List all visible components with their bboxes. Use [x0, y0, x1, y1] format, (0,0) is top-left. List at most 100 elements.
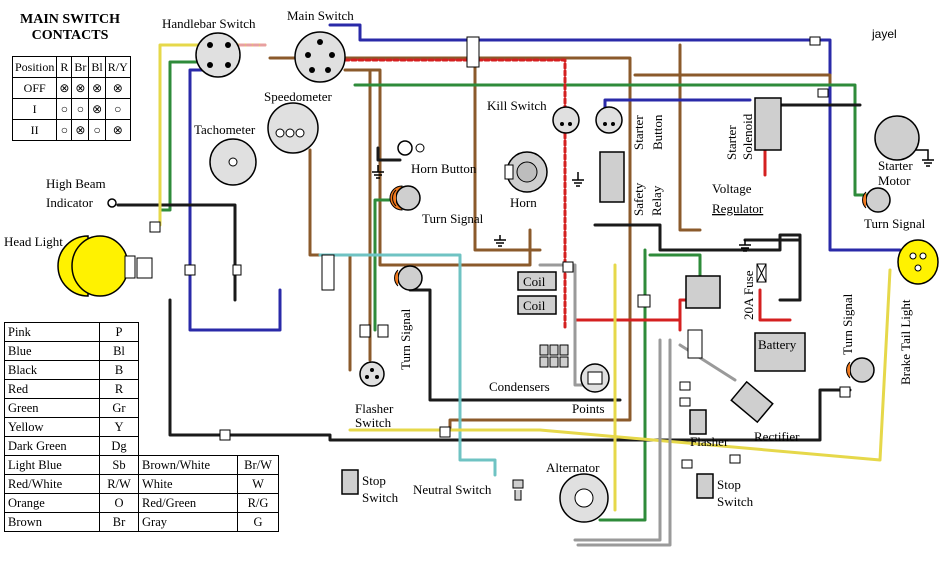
color-name-cell: Red/White [4, 474, 100, 494]
table-row: I ○ ○ ⊗ ○ [11, 98, 131, 120]
wire-green [648, 253, 702, 282]
label-high-beam-1: High Beam [46, 176, 106, 191]
coil-2 [517, 295, 557, 315]
color-code-cell: Y [99, 417, 139, 437]
wire-black [376, 146, 402, 162]
coil-1 [517, 271, 557, 291]
label-flasher-switch-1: Flasher [355, 401, 394, 416]
main-switch-contacts-title: MAIN SWITCH CONTACTS [10, 12, 130, 44]
contact-cell: ○ [104, 98, 131, 120]
table-row: II ○ ⊗ ○ ⊗ [11, 119, 131, 141]
fuse [756, 263, 767, 283]
horn [504, 151, 548, 193]
brake-tail-light [897, 239, 939, 285]
label-coil-2: Coil [523, 298, 546, 313]
contact-cell: ⊗ [104, 77, 131, 99]
color-code-cell: Sb [99, 455, 139, 475]
turn-signal-rear-right [846, 357, 875, 383]
label-turn-signal-front-left: Turn Signal [422, 211, 484, 226]
contact-cell: ⊗ [71, 119, 90, 141]
points [580, 363, 610, 393]
starter-solenoid [754, 97, 782, 151]
color-code-cell: Br/W [237, 455, 279, 475]
safety-relay [599, 151, 625, 203]
speedometer [267, 102, 319, 154]
condensers [539, 344, 569, 368]
color-name-cell: Green [4, 398, 100, 418]
alternator [559, 473, 609, 523]
label-points: Points [572, 401, 605, 416]
color-name-cell: Black [4, 360, 100, 380]
ground-symbols [372, 165, 751, 252]
starter-button [595, 106, 623, 134]
wire-brown [268, 56, 632, 432]
color-code-cell: R/W [99, 474, 139, 494]
color-name-cell: Dark Green [4, 436, 100, 456]
main-switch-contacts-table: Position R Br Bl R/Y OFF ⊗ ⊗ ⊗ ⊗ I ○ ○ ⊗… [11, 56, 131, 141]
color-code-cell: Dg [99, 436, 139, 456]
starter-motor [874, 115, 934, 167]
label-rectifier: Rectifier [754, 429, 800, 444]
header-cell: Bl [88, 56, 106, 78]
contact-cell: ⊗ [56, 77, 73, 99]
high-beam-indicator [107, 198, 117, 208]
label-turn-signal-front-right: Turn Signal [864, 216, 926, 231]
label-turn-signal-rear-right: Turn Signal [840, 293, 855, 355]
title-line-1: MAIN SWITCH [20, 12, 120, 27]
contact-cell: ○ [88, 119, 106, 141]
tachometer [209, 138, 257, 186]
label-handlebar-switch: Handlebar Switch [162, 16, 256, 31]
header-cell: R/Y [104, 56, 131, 78]
label-safety-relay-2: Relay [649, 185, 664, 216]
wire-gray [576, 338, 672, 547]
label-starter-motor-2: Motor [878, 173, 911, 188]
label-speedometer: Speedometer [264, 89, 333, 104]
position-cell: II [11, 119, 58, 141]
color-name-cell: Brown/White [138, 455, 238, 475]
wire-blue [328, 23, 902, 252]
battery [754, 332, 806, 372]
color-name-cell: Pink [4, 322, 100, 342]
flasher [689, 409, 707, 435]
label-head-light: Head Light [4, 234, 63, 249]
handlebar-switch [195, 32, 241, 78]
label-alternator: Alternator [546, 460, 600, 475]
title-line-2: CONTACTS [31, 28, 109, 43]
label-flasher: Flasher [690, 434, 729, 449]
label-turn-signal-rear-left: Turn Signal [398, 308, 413, 370]
color-code-cell: Br [99, 512, 139, 532]
wire-brown [343, 68, 532, 267]
color-name-cell: Brown [4, 512, 100, 532]
contact-cell: ⊗ [104, 119, 131, 141]
wire-brown [473, 38, 542, 252]
color-name-cell: Light Blue [4, 455, 100, 475]
wire-green [353, 83, 872, 197]
color-code-cell: Gr [99, 398, 139, 418]
wire-brown [633, 73, 832, 87]
label-condensers: Condensers [489, 379, 550, 394]
neutral-switch [512, 479, 524, 501]
voltage-regulator [685, 275, 721, 309]
wire-gray [573, 338, 662, 542]
flasher-switch [359, 361, 385, 387]
color-name-cell: Gray [138, 512, 238, 532]
contact-cell: ○ [56, 119, 73, 141]
label-battery: Battery [758, 337, 797, 352]
wire-red-white [308, 58, 567, 332]
label-main-switch: Main Switch [287, 8, 354, 23]
main-switch [294, 31, 346, 83]
rectifier [730, 380, 774, 424]
label-brake-tail-light: Brake Tail Light [898, 299, 913, 385]
color-code-cell: R [99, 379, 139, 399]
position-cell: I [11, 98, 58, 120]
wire-brown [678, 43, 702, 232]
color-name-cell: Blue [4, 341, 100, 361]
